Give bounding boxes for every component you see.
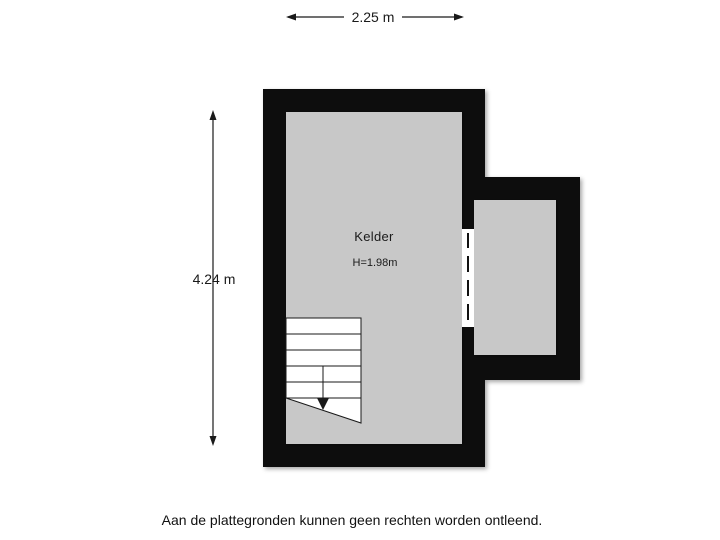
- opening-wall-segment: [462, 229, 474, 327]
- stair-direction-arrow-icon: [317, 398, 329, 410]
- width-arrow-right: [454, 13, 464, 21]
- height-label: 4.24 m: [193, 271, 236, 287]
- height-dimension: 4.24 m: [193, 110, 236, 446]
- width-dimension: 2.25 m: [286, 9, 464, 25]
- height-arrow-bottom: [209, 436, 217, 446]
- height-arrow-top: [209, 110, 217, 120]
- width-label: 2.25 m: [352, 9, 395, 25]
- room-height: H=1.98m: [353, 257, 398, 269]
- width-arrow-left: [286, 13, 296, 21]
- wall-opening: [462, 229, 474, 327]
- disclaimer: Aan de plattegronden kunnen geen rechten…: [161, 512, 543, 528]
- room-name: Kelder: [354, 229, 394, 244]
- side-room-floor: [474, 200, 556, 355]
- staircase: [285, 317, 362, 424]
